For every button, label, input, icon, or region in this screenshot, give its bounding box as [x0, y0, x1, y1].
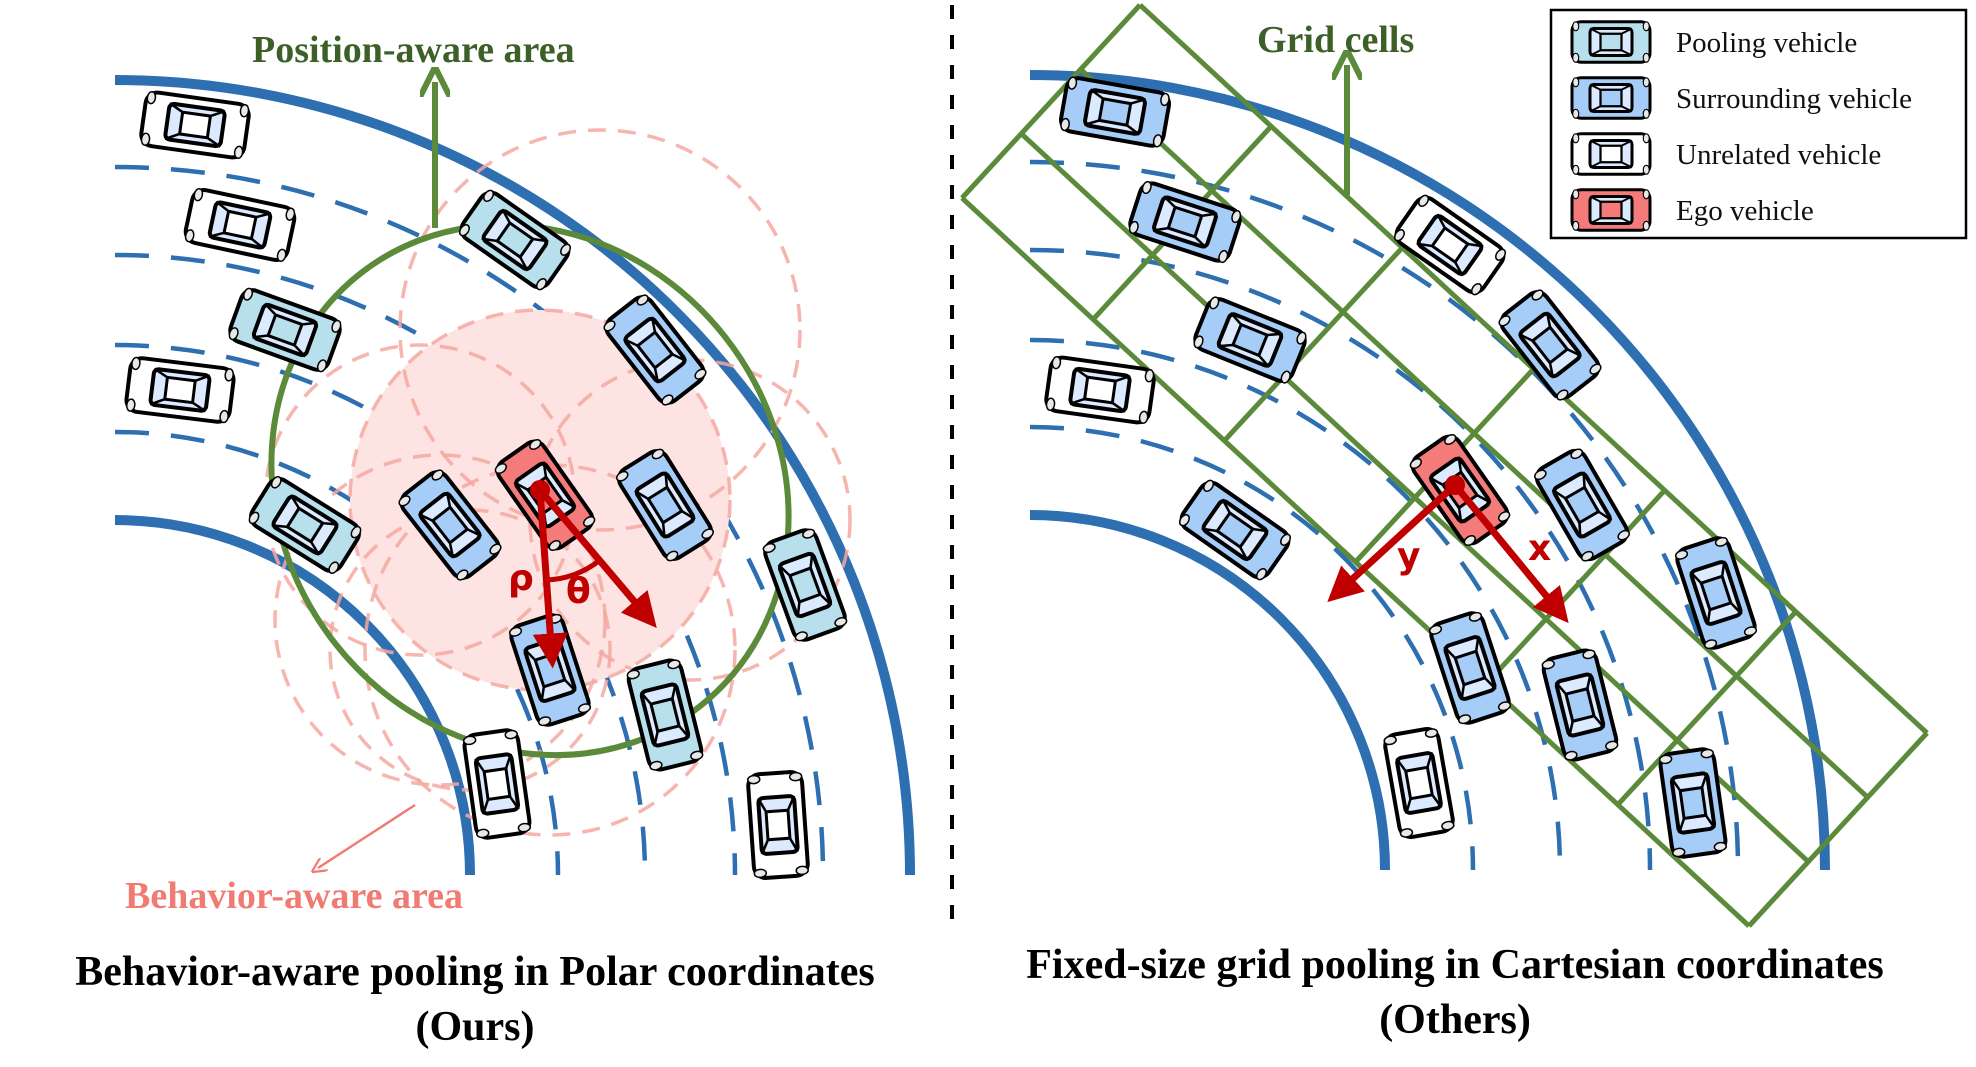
legend-item-ego: Ego vehicle: [1570, 188, 1814, 232]
lane-divider: [1029, 337, 1563, 871]
behavior-aware-label: Behavior-aware area: [125, 875, 463, 917]
grid-line: [1019, 131, 1811, 864]
behavior-aware-circle: [398, 128, 802, 532]
right-vehicles: [1044, 76, 1758, 859]
surrounding-vehicle-icon: [603, 294, 707, 406]
rho-arrow: [532, 489, 568, 669]
x-axis-arrow: [1452, 482, 1569, 624]
left-vehicles: [124, 90, 848, 880]
behavior-aware-circle: [348, 308, 732, 692]
ego-center-dot-right: [1445, 475, 1465, 495]
right-road-layer: [1029, 70, 1830, 871]
legend-item-label: Pooling vehicle: [1676, 27, 1857, 59]
grid-cells: [960, 3, 1929, 928]
surrounding-vehicle-icon: [616, 448, 714, 562]
polar-axes: ρ θ: [508, 480, 657, 669]
pooling-vehicle-icon: [626, 658, 704, 772]
surrounding-vehicle-icon: [1541, 648, 1619, 762]
y-label: y: [1397, 536, 1420, 577]
grid-line: [1484, 488, 1667, 686]
right-panel-cartesian: x y Grid cells Fixed-size grid pooling i…: [960, 3, 1929, 1043]
cartesian-axes: x y: [1327, 475, 1569, 624]
outer-road-edge: [1029, 70, 1830, 871]
ego-center-dot: [530, 480, 550, 500]
lane-divider: [1029, 159, 1741, 871]
rho-label: ρ: [508, 558, 534, 599]
surrounding-vehicle-icon: [1498, 289, 1602, 401]
legend-item-pooling: Pooling vehicle: [1570, 20, 1857, 64]
legend-item-label: Surrounding vehicle: [1676, 83, 1912, 115]
outer-road-edge: [114, 75, 915, 876]
pooling-vehicle-icon: [458, 189, 572, 291]
grid-line: [1615, 609, 1798, 807]
theta-label: θ: [566, 571, 591, 612]
surrounding-vehicle-icon: [1674, 536, 1758, 650]
y-axis-arrow: [1327, 482, 1458, 603]
unrelated-vehicle-icon: [1570, 132, 1652, 176]
surrounding-vehicle-icon: [1570, 76, 1652, 120]
theta-arc: [544, 558, 602, 583]
behavior-area-pointer: [318, 803, 416, 868]
grid-line: [1222, 245, 1405, 443]
pooling-vehicle-icon: [762, 528, 848, 642]
unrelated-vehicle-icon: [1044, 355, 1156, 425]
unrelated-vehicle-icon: [124, 356, 236, 424]
left-panel-polar: ρ θ Position-aware area Behavior-aware a…: [75, 29, 915, 1050]
surrounding-vehicle-icon: [1059, 76, 1171, 148]
lane-divider: [1029, 424, 1476, 871]
surrounding-vehicle-icon: [1178, 479, 1292, 581]
position-aware-ellipse: [268, 221, 792, 759]
pooling-vehicle-icon: [1570, 20, 1652, 64]
legend-item-surrounding: Surrounding vehicle: [1570, 76, 1912, 120]
grid-line: [1747, 731, 1929, 928]
legend-item-unrelated: Unrelated vehicle: [1570, 132, 1881, 176]
ego-vehicle-icon: [1570, 188, 1652, 232]
unrelated-vehicle-icon: [183, 188, 297, 262]
grid-line: [960, 3, 1142, 200]
surrounding-vehicle-icon: [398, 469, 502, 581]
pooling-vehicle-icon: [248, 476, 362, 574]
unrelated-vehicle-icon: [1383, 727, 1455, 839]
inner-road-edge: [1029, 510, 1390, 871]
theta-arrow: [537, 487, 657, 629]
surrounding-vehicle-icon: [1128, 180, 1242, 264]
grid-line: [1078, 67, 1870, 800]
surrounding-vehicle-icon: [1193, 296, 1307, 384]
grid-cells-label: Grid cells: [1257, 19, 1414, 61]
unrelated-vehicle-icon: [462, 728, 532, 840]
grid-line: [960, 196, 1751, 928]
unrelated-vehicle-icon: [1393, 194, 1507, 296]
legend-item-label: Unrelated vehicle: [1676, 139, 1881, 171]
lane-divider: [114, 164, 826, 876]
legend-item-label: Ego vehicle: [1676, 195, 1814, 227]
behavior-aware-circle: [273, 453, 607, 787]
pooling-vehicle-icon: [228, 287, 342, 373]
right-caption-line2: (Others): [1379, 997, 1531, 1043]
x-label: x: [1528, 528, 1551, 569]
surrounding-vehicle-icon: [1428, 611, 1512, 725]
right-caption-line1: Fixed-size grid pooling in Cartesian coo…: [1026, 942, 1883, 988]
unrelated-vehicle-icon: [139, 90, 251, 160]
surrounding-vehicle-icon: [1658, 747, 1728, 859]
position-aware-label: Position-aware area: [252, 29, 575, 71]
left-caption-line1: Behavior-aware pooling in Polar coordina…: [75, 949, 875, 995]
left-caption-line2: (Ours): [416, 1004, 535, 1050]
unrelated-vehicle-icon: [746, 770, 810, 880]
surrounding-vehicle-icon: [1533, 448, 1631, 562]
